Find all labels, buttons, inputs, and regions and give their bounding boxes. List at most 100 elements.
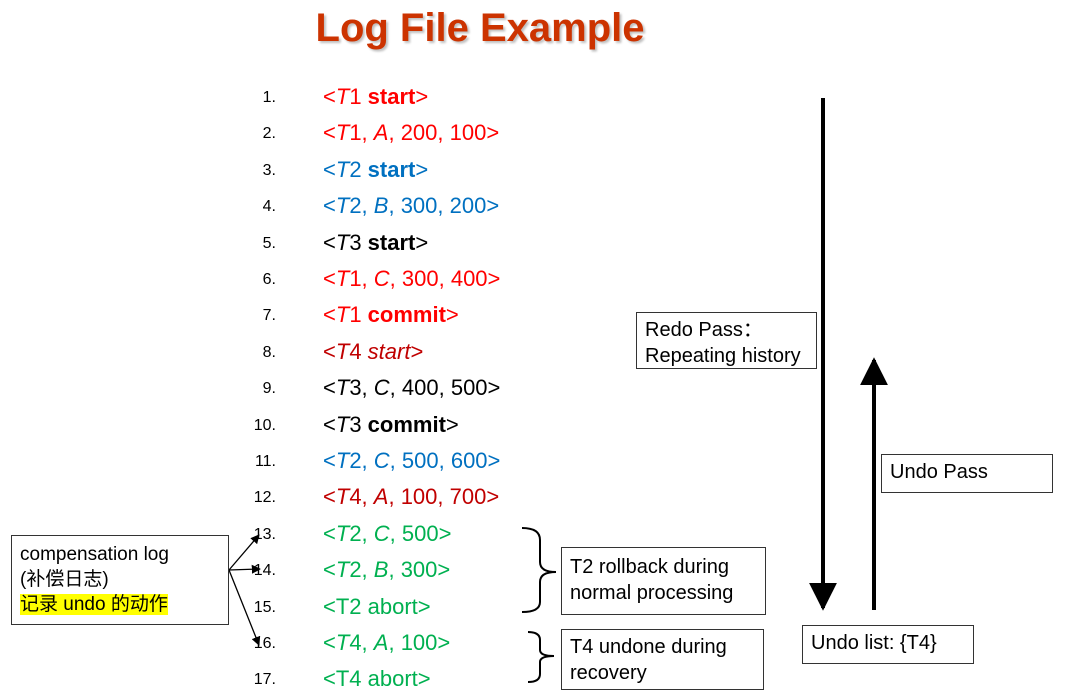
log-record-part: T <box>335 84 350 109</box>
log-line-number: 11. <box>254 453 276 470</box>
log-record-part: <T2 abort> <box>323 593 431 619</box>
log-record: <T4 start> <box>323 339 423 365</box>
redo-pass-label: Redo Pass： <box>645 319 763 341</box>
log-record-part: < <box>323 229 336 255</box>
log-record-part: B <box>373 193 389 219</box>
log-record-part: T <box>335 338 350 364</box>
log-record-part: < <box>323 120 336 146</box>
log-record-part: B <box>373 557 389 583</box>
log-line-number: 1. <box>262 89 276 106</box>
log-record-part: C <box>373 448 390 473</box>
log-record: <T3 commit> <box>323 412 459 438</box>
log-line-number: 9. <box>262 380 276 398</box>
log-line-number: 6. <box>262 271 276 288</box>
log-record-part: T <box>335 375 350 401</box>
log-record-part: start <box>367 84 416 109</box>
log-record-part: 2, <box>349 520 374 546</box>
log-record: <T3 start> <box>323 230 428 256</box>
log-record-part: T <box>335 302 350 328</box>
log-record-part: T <box>335 520 350 546</box>
log-record-part: 2, <box>349 193 374 219</box>
log-record-part: C <box>373 375 390 401</box>
log-record-part: T <box>335 630 350 655</box>
log-line-number: 7. <box>262 307 276 325</box>
log-record-part: 4, <box>349 484 374 510</box>
log-record-part: commit <box>367 302 446 328</box>
log-record-part: > <box>445 411 459 437</box>
log-record-part: T <box>335 266 350 291</box>
log-record-part: , 100, 700> <box>388 484 500 510</box>
log-record: <T1 start> <box>323 84 428 110</box>
log-record-part: , 300, 400> <box>389 266 501 291</box>
t4-undone-sublabel: recovery <box>570 662 647 684</box>
log-record-part: , 400, 500> <box>389 375 501 401</box>
log-record-part: , 500> <box>389 520 452 546</box>
log-line-number: 3. <box>262 161 276 179</box>
log-line-number: 17. <box>253 671 276 689</box>
log-record-part: > <box>410 338 424 364</box>
log-record: <T2 abort> <box>323 594 431 620</box>
log-record: <T4, A, 100> <box>323 630 450 656</box>
log-record-part: < <box>323 266 336 291</box>
log-record-part: < <box>323 484 336 510</box>
log-record-part: 3 <box>349 411 368 437</box>
log-record-part: 1 <box>349 84 368 109</box>
log-record: <T2, C, 500, 600> <box>323 448 500 474</box>
log-record-part: 4 <box>349 338 368 364</box>
compensation-log-chinese: (补偿日志) <box>20 569 109 590</box>
log-record-part: 2, <box>349 448 374 473</box>
log-record-part: start <box>367 338 411 364</box>
log-record-part: > <box>415 229 429 255</box>
log-record-part: > <box>445 302 459 328</box>
log-record-part: > <box>415 156 429 182</box>
log-record-part: 2 <box>349 156 368 182</box>
log-record-part: A <box>373 484 389 510</box>
log-record-part: < <box>323 302 336 328</box>
redo-pass-box: Redo Pass： Repeating history <box>636 312 817 369</box>
t2-rollback-brace <box>521 527 557 613</box>
t4-undone-box: T4 undone during recovery <box>561 629 764 690</box>
log-record-part: 2, <box>349 557 374 583</box>
comp-arrow-14 <box>228 564 261 574</box>
log-line-number: 12. <box>253 489 276 507</box>
log-record-part: start <box>367 229 416 255</box>
comp-arrow-13 <box>228 534 260 571</box>
compensation-log-box: compensation log (补偿日志) 记录 undo 的动作 <box>11 535 229 625</box>
compensation-log-note: 记录 undo 的动作 <box>20 594 168 615</box>
log-record-part: T <box>335 229 350 255</box>
log-record-part: < <box>323 338 336 364</box>
t2-rollback-label: T2 rollback during <box>570 556 729 578</box>
log-record: <T2 start> <box>323 157 428 183</box>
log-record: <T3, C, 400, 500> <box>323 375 500 401</box>
log-record-part: A <box>373 120 389 146</box>
log-record-part: > <box>415 84 429 109</box>
log-record-part: < <box>323 557 336 583</box>
log-record-part: 3 <box>349 229 368 255</box>
log-record-part: start <box>367 156 416 182</box>
log-record: <T1 commit> <box>323 302 459 328</box>
log-record-part: < <box>323 448 336 473</box>
log-record: <T2, C, 500> <box>323 521 451 547</box>
log-record-part: , 500, 600> <box>389 448 501 473</box>
compensation-log-label: compensation log <box>20 544 169 565</box>
log-record-part: T <box>335 411 350 437</box>
log-record-part: T <box>335 484 350 510</box>
log-record: <T4 abort> <box>323 666 431 692</box>
log-line-number: 2. <box>262 125 276 143</box>
log-line-number: 5. <box>262 234 276 252</box>
log-record-part: , 200, 100> <box>388 120 500 146</box>
log-record-part: T <box>335 120 350 146</box>
log-record: <T1, A, 200, 100> <box>323 120 499 146</box>
log-record-part: < <box>323 156 336 182</box>
log-record-part: A <box>373 630 389 655</box>
log-record: <T4, A, 100, 700> <box>323 484 499 510</box>
undo-list-box: Undo list: {T4} <box>802 625 974 664</box>
log-record-part: < <box>323 375 336 401</box>
log-record-part: 1 <box>349 302 368 328</box>
log-record-part: < <box>323 630 336 655</box>
log-record-part: C <box>373 520 390 546</box>
log-record-part: commit <box>367 411 446 437</box>
log-line-number: 4. <box>262 198 276 216</box>
comp-arrow-16 <box>228 569 261 646</box>
log-record-part: , 100> <box>388 630 451 655</box>
